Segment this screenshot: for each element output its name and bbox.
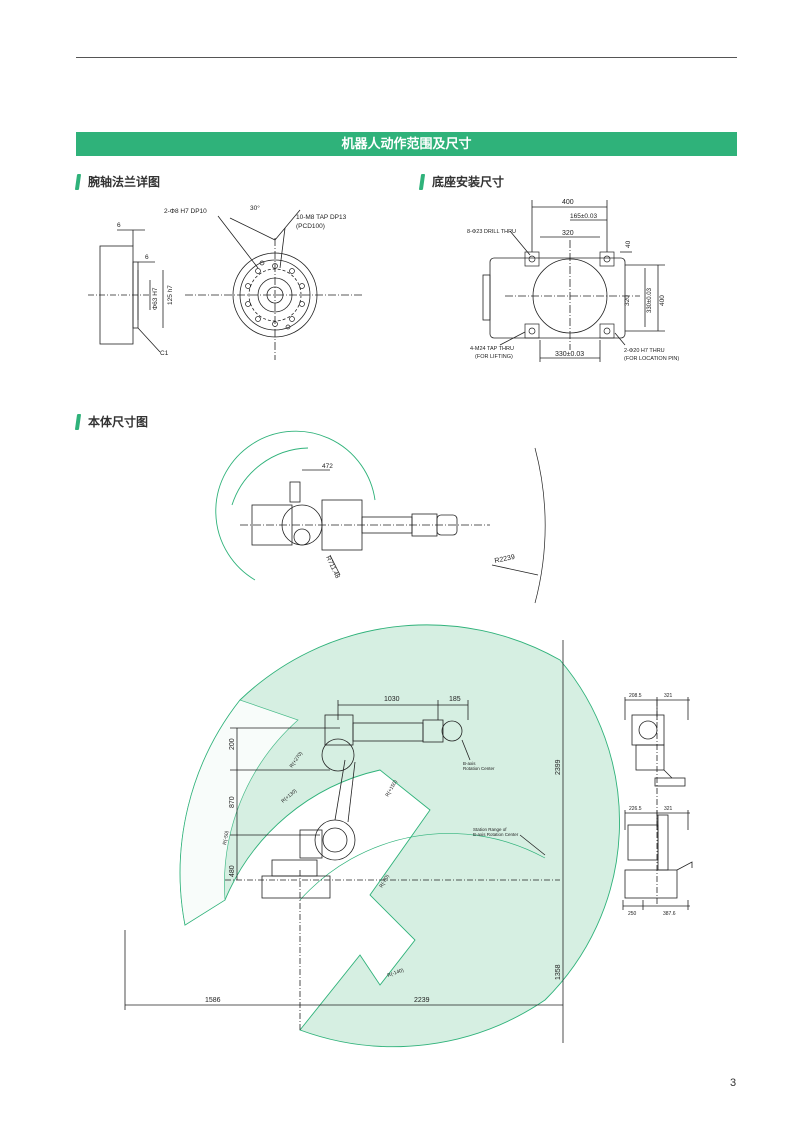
base-h320: 320 [624, 295, 631, 306]
side-b-axis: B-axis [463, 761, 476, 766]
side-d1358: 1358 [555, 964, 562, 980]
tap-hole-label: 10-M8 TAP DP13 [296, 214, 347, 221]
base-w330: 330±0.03 [555, 351, 584, 358]
base-h400: 400 [659, 295, 666, 306]
dim-phi63: Φ63 H7 [152, 287, 159, 310]
side-r-minus140: R(-140) [387, 967, 405, 979]
top-d472: 472 [322, 463, 333, 470]
angle-label: 30° [250, 204, 260, 212]
side-d870: 870 [229, 796, 236, 808]
side-d2239: 2239 [414, 997, 430, 1004]
front-321b: 321 [664, 806, 673, 812]
side-station-2: B-axis Rotation Center [473, 832, 519, 837]
base-w165: 165±0.03 [570, 213, 597, 220]
side-d2399: 2399 [555, 759, 562, 775]
side-r-minus50: R(-50) [222, 830, 230, 845]
section-title-base-mount: 底座安装尺寸 [420, 175, 504, 189]
section-title-wrist-flange: 腕轴法兰详图 [76, 175, 160, 189]
side-d1030: 1030 [384, 696, 400, 703]
pin-hole-label: 2-Φ8 H7 DP10 [164, 208, 207, 215]
front-321a: 321 [664, 693, 673, 699]
base-drill: 8-Φ23 DRILL THRU [467, 229, 516, 235]
pcd-label: (PCD100) [296, 223, 325, 230]
base-pin-thru: 2-Φ20 H7 THRU [624, 348, 665, 354]
base-lift-note: (FOR LIFTING) [475, 354, 513, 360]
section-title-body-dims: 本体尺寸图 [76, 415, 148, 429]
dim-125: 125 h7 [167, 285, 174, 305]
base-h40: 40 [625, 240, 632, 248]
base-h330: 330±0.03 [647, 287, 653, 313]
front-226: 226.5 [629, 806, 642, 812]
dim-c1: C1 [160, 350, 169, 357]
front-250: 250 [628, 911, 637, 917]
front-208: 208.5 [629, 693, 642, 699]
side-d200: 200 [229, 738, 236, 750]
base-w320: 320 [562, 230, 574, 237]
front-387: 387.6 [663, 911, 676, 917]
top-r2239: R2239 [494, 554, 516, 565]
base-w400: 400 [562, 199, 574, 206]
side-d480: 480 [229, 865, 236, 877]
top-rule [76, 57, 737, 58]
base-pin-note: (FOR LOCATION PIN) [624, 356, 679, 362]
dim-6-inner: 6 [145, 254, 149, 261]
side-d1586: 1586 [205, 997, 221, 1004]
side-b-axis-2: Rotation Center [463, 766, 495, 771]
side-station: Station Range of [473, 827, 507, 832]
page-number: 3 [730, 1077, 737, 1089]
section-banner: 机器人动作范围及尺寸 [76, 132, 737, 156]
dim-6-top: 6 [117, 222, 121, 229]
base-lift-tap: 4-M24 TAP THRU [470, 346, 514, 352]
side-d185: 185 [449, 696, 461, 703]
